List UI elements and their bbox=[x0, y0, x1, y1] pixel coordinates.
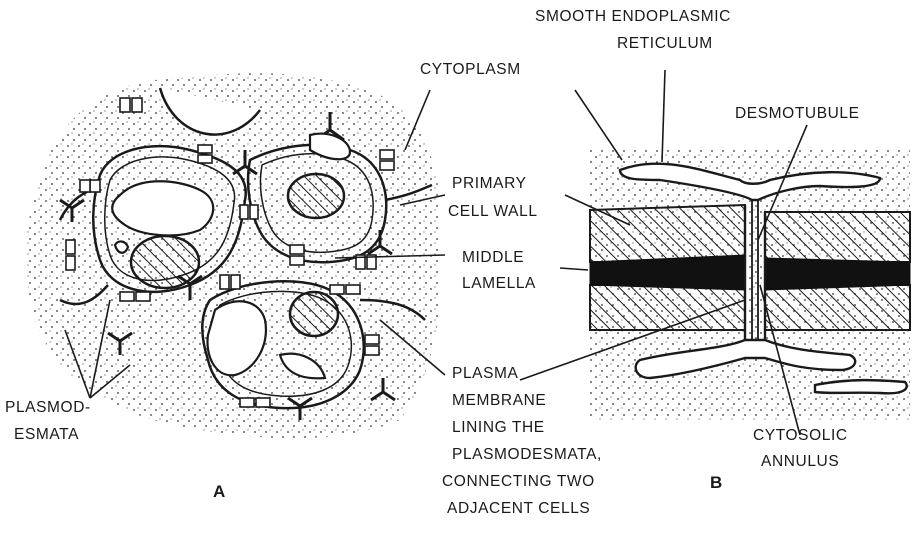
cytoplasm-label: CYTOPLASM bbox=[420, 61, 521, 78]
smooth-er-label-1: SMOOTH ENDOPLASMIC bbox=[535, 8, 731, 25]
primary-cell-wall-label-2: CELL WALL bbox=[448, 203, 538, 220]
cell-wall-upper bbox=[590, 205, 745, 262]
middle-lamella-label-1: MIDDLE bbox=[462, 249, 524, 266]
plasma-membrane-label-5: CONNECTING TWO bbox=[442, 473, 595, 490]
panel-a-tissue bbox=[26, 73, 441, 438]
cytosolic-annulus-label-1: CYTOSOLIC bbox=[753, 427, 848, 444]
panel-a-label: A bbox=[213, 482, 226, 501]
cytosolic-annulus-label-2: ANNULUS bbox=[761, 453, 839, 470]
plasma-membrane-label-4: PLASMODESMATA, bbox=[452, 446, 602, 463]
primary-cell-wall-label-1: PRIMARY bbox=[452, 175, 527, 192]
plasmodesmata-label-1: PLASMOD- bbox=[5, 399, 91, 416]
nucleus-a1 bbox=[131, 236, 199, 288]
plasmodesmata-label-2: ESMATA bbox=[14, 426, 79, 443]
smooth-er-label-2: RETICULUM bbox=[617, 35, 713, 52]
cell-wall-lower-right bbox=[765, 285, 910, 330]
panel-b-label: B bbox=[710, 473, 723, 492]
plasma-membrane-label-1: PLASMA bbox=[452, 365, 519, 382]
cell-wall-upper-right bbox=[765, 212, 910, 262]
nucleus-a3 bbox=[290, 292, 338, 336]
plasma-membrane-label-2: MEMBRANE bbox=[452, 392, 546, 409]
middle-lamella-label-2: LAMELLA bbox=[462, 275, 536, 292]
plasma-membrane-label-6: ADJACENT CELLS bbox=[447, 500, 590, 517]
desmotubule-label: DESMOTUBULE bbox=[735, 105, 860, 122]
panel-b-section bbox=[590, 150, 910, 420]
nucleus-a2 bbox=[288, 174, 344, 218]
plasma-membrane-label-3: LINING THE bbox=[452, 419, 545, 436]
